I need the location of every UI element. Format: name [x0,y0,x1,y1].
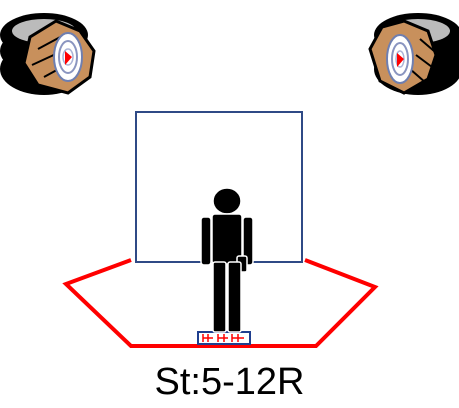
stage-label: St:5-12R [154,361,305,403]
right-target-icon [368,13,459,95]
start-box-icon [197,331,251,345]
shooter-figure-icon [200,187,254,333]
fault-line-boundary [62,258,379,348]
left-target-icon [0,13,96,95]
wall-outline [135,111,303,263]
